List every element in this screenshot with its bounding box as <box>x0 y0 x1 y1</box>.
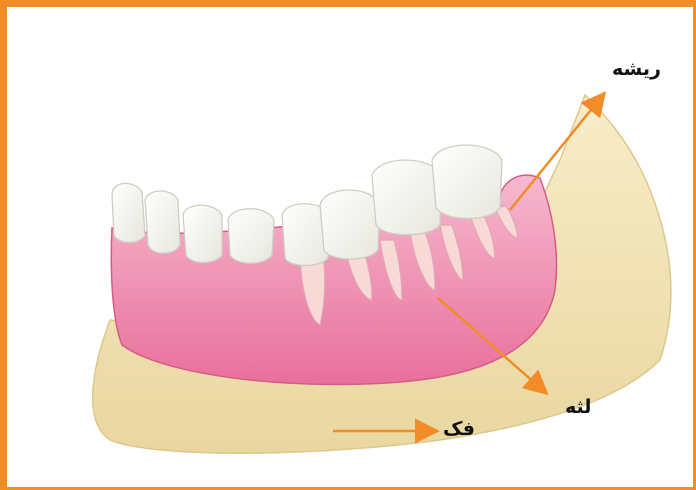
gum-label: لثه <box>565 396 591 418</box>
jaw-label: فک <box>443 418 475 440</box>
root-label: ریشه <box>612 58 661 80</box>
